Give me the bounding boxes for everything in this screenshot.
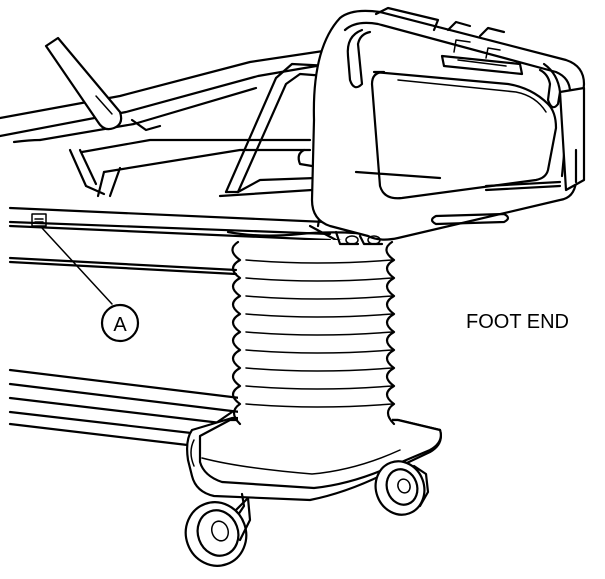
caster-rear-right [374, 460, 430, 516]
callout-letter: A [113, 314, 127, 336]
side-rail [0, 48, 332, 198]
iv-pole [44, 36, 123, 131]
callout-circle [100, 303, 140, 343]
footboard-panel [297, 6, 586, 241]
panel-mounts [334, 230, 384, 246]
foot-end-label: FOOT END [466, 311, 569, 333]
bellows-column [231, 240, 396, 426]
caster-front-left [184, 492, 252, 567]
support-bracket [218, 62, 332, 198]
base-pedestal [186, 416, 442, 502]
control-a: A [31, 213, 140, 343]
